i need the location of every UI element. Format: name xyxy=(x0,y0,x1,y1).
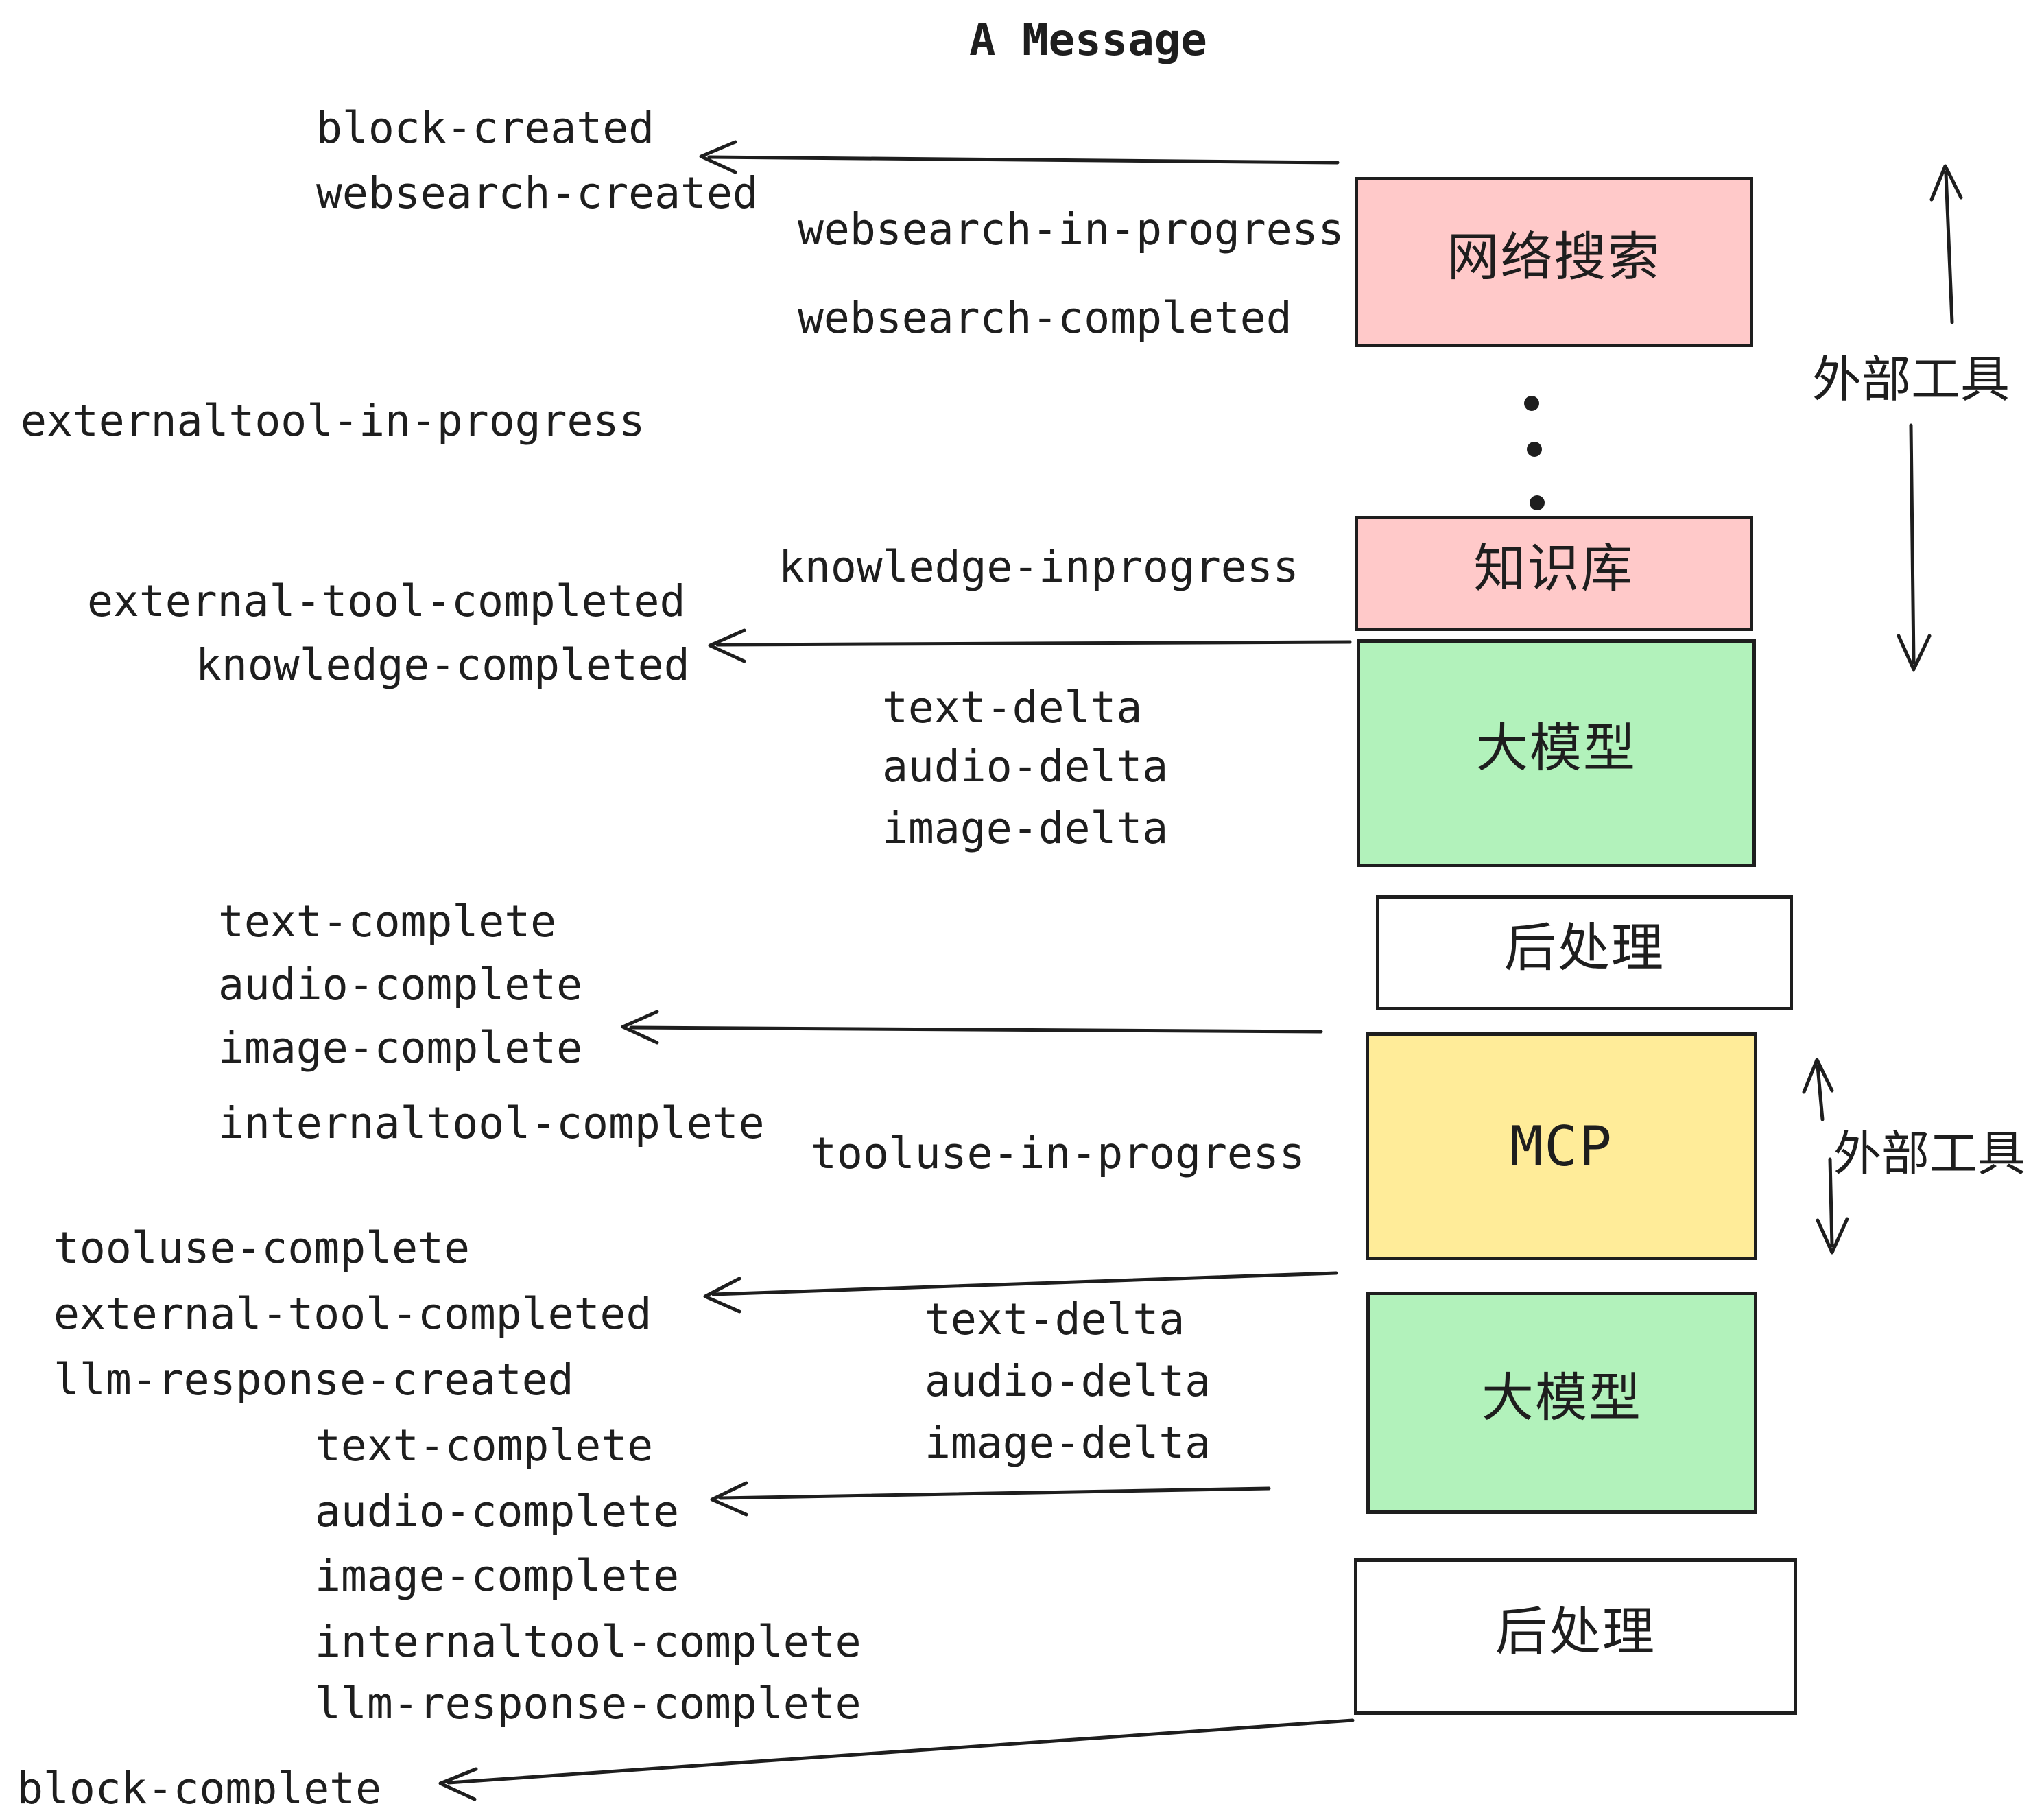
external-tool-up-arrow-1-icon xyxy=(1929,164,1963,324)
event-audio-delta-2: audio-delta xyxy=(925,1356,1211,1406)
event-text-delta-1: text-delta xyxy=(882,683,1143,733)
event-internaltool-complete-1: internaltool-complete xyxy=(218,1098,765,1148)
arrow-to-tooluse-complete-icon xyxy=(703,1271,1338,1314)
box-postprocess-1: 后处理 xyxy=(1376,895,1793,1010)
box-websearch: 网络搜索 xyxy=(1355,177,1753,347)
box-mcp: MCP xyxy=(1366,1032,1757,1260)
event-image-delta-2: image-delta xyxy=(925,1418,1211,1468)
event-text-delta-2: text-delta xyxy=(925,1294,1185,1344)
event-llm-response-created: llm-response-created xyxy=(54,1355,574,1405)
box-postprocess-1-label: 后处理 xyxy=(1504,917,1665,978)
event-externaltool-in-progress: externaltool-in-progress xyxy=(21,396,645,446)
event-audio-delta-1: audio-delta xyxy=(882,741,1169,792)
arrow-to-audio-complete-icon xyxy=(710,1481,1271,1517)
arrow-to-knowledge-completed-icon xyxy=(708,628,1352,663)
event-knowledge-completed: knowledge-completed xyxy=(195,640,690,690)
box-llm-1: 大模型 xyxy=(1357,639,1756,867)
event-knowledge-inprogress: knowledge-inprogress xyxy=(779,542,1299,592)
event-internaltool-complete-2: internaltool-complete xyxy=(315,1617,861,1667)
event-websearch-in-progress: websearch-in-progress xyxy=(798,204,1344,254)
event-text-complete-1: text-complete xyxy=(218,897,557,947)
external-tool-up-arrow-2-icon xyxy=(1802,1058,1834,1121)
page-title: A Message xyxy=(969,15,1207,66)
box-knowledge: 知识库 xyxy=(1355,516,1753,631)
event-llm-response-complete: llm-response-complete xyxy=(315,1678,861,1729)
event-block-created: block-created xyxy=(316,103,655,153)
box-postprocess-2: 后处理 xyxy=(1354,1558,1797,1715)
external-tool-down-arrow-2-icon xyxy=(1816,1157,1849,1255)
event-image-complete-1: image-complete xyxy=(218,1023,583,1073)
box-llm-1-label: 大模型 xyxy=(1476,717,1637,779)
event-image-complete-2: image-complete xyxy=(315,1551,680,1601)
event-tooluse-complete: tooluse-complete xyxy=(54,1223,470,1273)
arrow-to-image-complete-icon xyxy=(621,1010,1323,1045)
vertical-ellipsis-icon xyxy=(1524,396,1545,510)
box-llm-2: 大模型 xyxy=(1366,1292,1757,1514)
event-image-delta-1: image-delta xyxy=(882,803,1169,853)
event-tooluse-in-progress: tooluse-in-progress xyxy=(811,1128,1305,1178)
external-tools-annotation-1: 外部工具 xyxy=(1812,351,2010,408)
box-llm-2-label: 大模型 xyxy=(1482,1367,1642,1428)
box-postprocess-2-label: 后处理 xyxy=(1495,1601,1656,1662)
event-websearch-completed: websearch-completed xyxy=(798,293,1292,343)
external-tools-annotation-2: 外部工具 xyxy=(1833,1126,2025,1182)
event-audio-complete-2: audio-complete xyxy=(315,1486,680,1536)
event-text-complete-2: text-complete xyxy=(315,1421,654,1471)
event-audio-complete-1: audio-complete xyxy=(218,960,583,1010)
box-websearch-label: 网络搜索 xyxy=(1447,226,1661,287)
external-tool-down-arrow-1-icon xyxy=(1897,423,1932,672)
box-knowledge-label: 知识库 xyxy=(1473,538,1635,599)
event-block-complete: block-complete xyxy=(17,1764,382,1804)
box-mcp-label: MCP xyxy=(1510,1114,1613,1178)
arrow-to-block-created-icon xyxy=(699,140,1340,174)
event-external-tool-completed-2: external-tool-completed xyxy=(54,1289,652,1339)
arrow-to-block-complete-icon xyxy=(438,1718,1355,1801)
event-websearch-created: websearch-created xyxy=(316,168,759,218)
event-external-tool-completed: external-tool-completed xyxy=(87,576,686,626)
